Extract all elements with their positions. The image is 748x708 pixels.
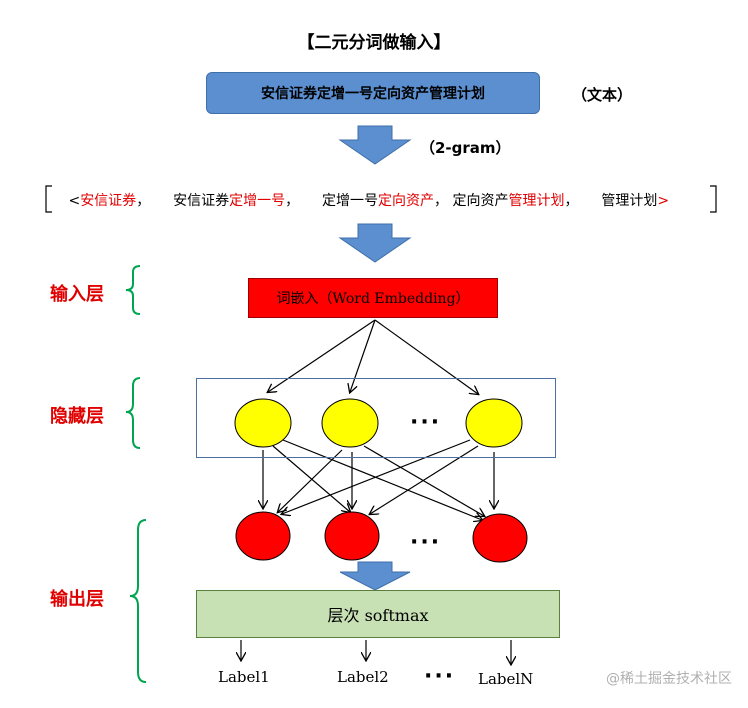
bigram-2-sep: ， — [285, 193, 300, 209]
bigram-3-highlight: 定向资产 — [378, 193, 434, 209]
bigram-3-prefix: 定增一号 — [322, 193, 378, 209]
softmax-to-label-edges — [241, 640, 511, 664]
hidden-node — [465, 398, 523, 448]
bigram-4-prefix: 定向资产 — [452, 193, 509, 209]
down-arrow-icon — [338, 125, 412, 165]
output-layer-label: 输出层 — [50, 589, 104, 610]
output-layer-brace — [129, 519, 147, 683]
output-label-1: Label1 — [218, 668, 270, 686]
hidden-node — [234, 398, 292, 448]
watermark: @稀土掘金技术社区 — [606, 671, 732, 687]
bigram-2-highlight: 定增一号 — [229, 193, 286, 209]
embedding-label: 词嵌入（Word Embedding） — [276, 291, 470, 307]
input-text: 安信证券定增一号定向资产管理计划 — [261, 86, 485, 102]
bigram-right-bracket — [710, 185, 717, 213]
embedding-to-hidden-edges — [268, 319, 478, 394]
input-layer-label: 输入层 — [50, 284, 104, 305]
down-arrow-icon — [338, 223, 412, 263]
bigram-open-bracket: < — [68, 193, 81, 209]
output-ellipsis: ··· — [410, 530, 442, 555]
gram-label: （2-gram） — [420, 139, 511, 157]
bigram-2-prefix: 安信证券 — [173, 193, 230, 209]
hidden-ellipsis: ··· — [410, 410, 442, 435]
label-ellipsis: ··· — [424, 664, 456, 689]
bigram-5-prefix: 管理计划 — [601, 193, 658, 209]
hidden-layer-brace — [125, 377, 141, 449]
softmax-label: 层次 softmax — [327, 606, 429, 625]
output-label-2: Label2 — [337, 668, 389, 686]
bigram-4-highlight: 管理计划 — [508, 193, 565, 209]
bigram-1-sep: ， — [136, 193, 151, 209]
input-layer-brace — [125, 265, 141, 315]
hierarchical-softmax-box: 层次 softmax — [196, 590, 560, 638]
output-node — [324, 511, 380, 561]
hidden-node — [321, 398, 379, 448]
bigram-4-sep: ， — [564, 193, 579, 209]
bigram-close-bracket: > — [657, 193, 670, 209]
bigram-3-sep: ， — [434, 193, 448, 209]
output-label-n: LabelN — [478, 670, 534, 688]
hidden-layer-box — [196, 378, 556, 458]
output-node — [235, 511, 291, 561]
hidden-layer-label: 隐藏层 — [50, 406, 104, 427]
bigram-left-bracket — [45, 185, 52, 213]
input-text-box: 安信证券定增一号定向资产管理计划 — [206, 72, 540, 114]
bigram-row: <安信证券， 安信证券定增一号， 定增一号定向资产， 定向资产管理计划， 管理计… — [46, 190, 669, 210]
word-embedding-box: 词嵌入（Word Embedding） — [248, 278, 498, 318]
input-text-note: （文本） — [572, 86, 633, 104]
output-node — [472, 513, 528, 563]
bigram-1-highlight: 安信证券 — [80, 193, 137, 209]
down-arrow-icon — [339, 561, 411, 591]
diagram-title: 【二元分词做输入】 — [297, 33, 451, 53]
